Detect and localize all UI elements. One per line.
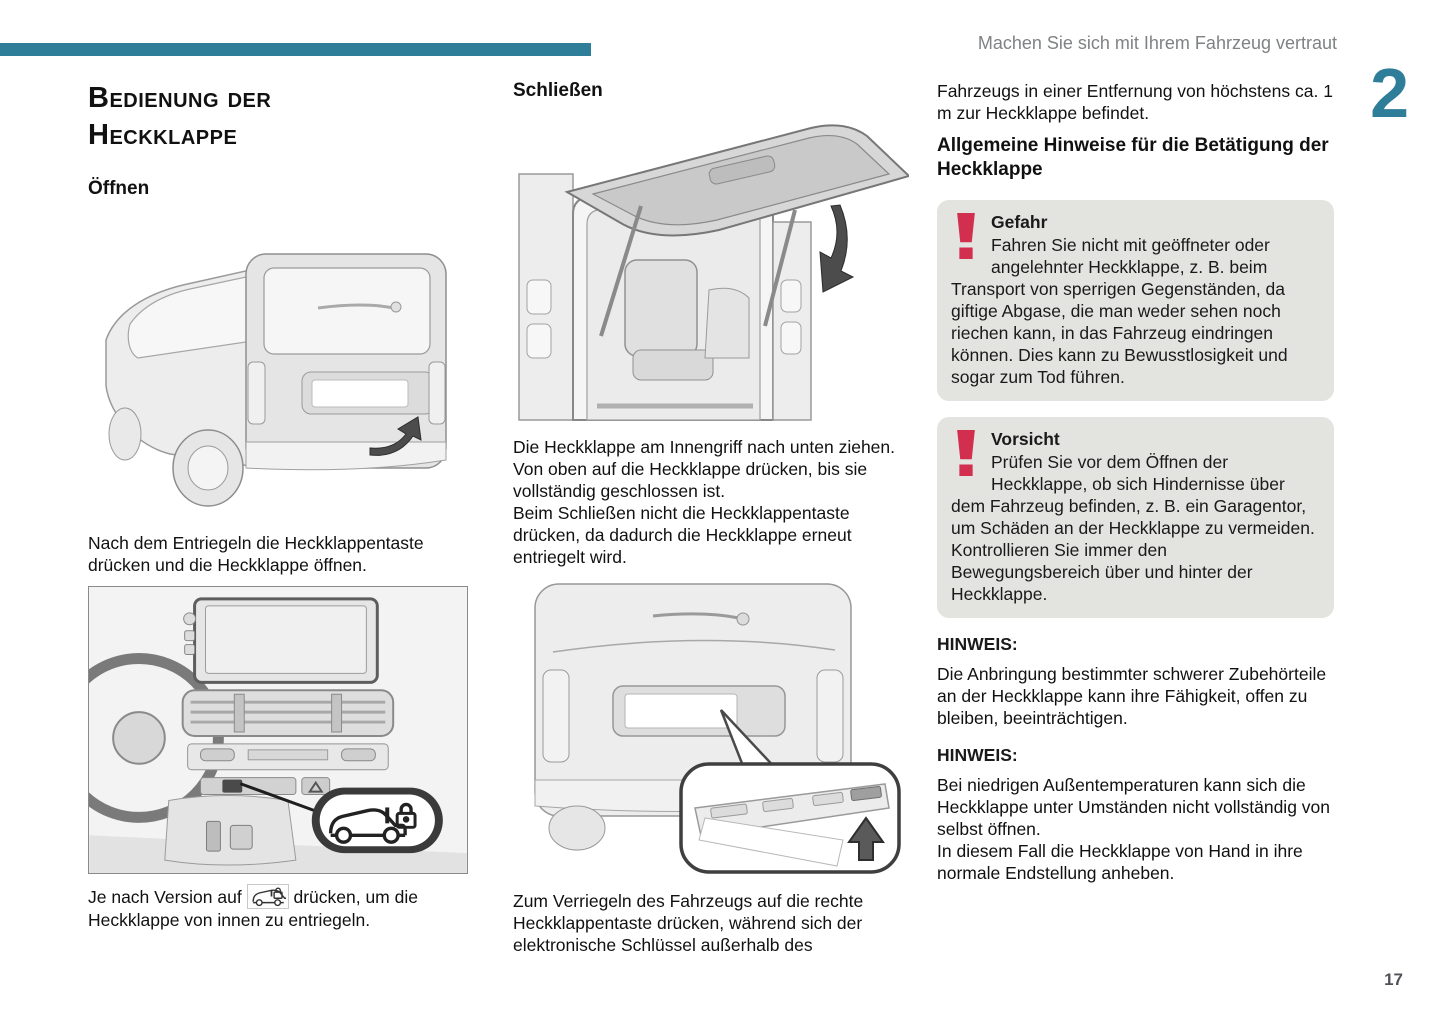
lock-instruction-continued: Fahrzeugs in einer Entfernung von höchst… xyxy=(937,81,1333,123)
note1-label: HINWEIS: xyxy=(937,634,1018,654)
close-instruction: Die Heckklappe am Innengriff nach unten … xyxy=(513,436,909,568)
exclamation-icon xyxy=(957,430,975,476)
open-tailgate-illustration xyxy=(518,124,909,421)
caution-text: Prüfen Sie vor dem Öffnen der Heckklappe… xyxy=(951,452,1315,604)
rear-handle-callout-illustration xyxy=(534,583,901,874)
unlock-button-callout xyxy=(311,787,443,854)
page-title-line2: Heckklappe xyxy=(88,119,238,151)
van-rear-illustration xyxy=(105,253,447,507)
handle-zoom-callout xyxy=(679,762,901,874)
version-note-before: Je nach Version auf xyxy=(88,887,242,907)
press-button-arrow xyxy=(847,816,885,861)
version-note: Je nach Version auf drücken, um die Heck… xyxy=(88,884,468,931)
heading-open: Öffnen xyxy=(88,178,150,199)
middle-column: Schließen Die Heckklappe am Innengriff n… xyxy=(513,80,909,956)
version-note-after: drücken, um die Heckklappe von innen zu … xyxy=(88,887,418,930)
page-title: Bedienung der Heckklappe xyxy=(88,80,468,154)
van-with-lock-icon xyxy=(246,884,290,909)
van-with-lock-icon xyxy=(328,802,417,844)
chapter-number: 2 xyxy=(1370,54,1409,132)
exclamation-icon xyxy=(957,213,975,259)
heading-close: Schließen xyxy=(513,80,603,101)
page-title-line1: Bedienung der xyxy=(88,82,272,114)
caution-box: Vorsicht Prüfen Sie vor dem Öffnen der H… xyxy=(937,417,1334,618)
close-instruction-part1: Die Heckklappe am Innengriff nach unten … xyxy=(513,437,896,501)
danger-text: Fahren Sie nicht mit geöffneter oder ang… xyxy=(951,235,1288,387)
danger-title: Gefahr xyxy=(991,212,1048,232)
note2-label: HINWEIS: xyxy=(937,745,1018,765)
note2-text: Bei niedrigen Außentemperaturen kann sic… xyxy=(937,774,1334,884)
heading-general-notes: Allgemeine Hinweise für die Betätigung d… xyxy=(937,135,1329,180)
pull-down-arrow xyxy=(819,204,855,293)
caution-title: Vorsicht xyxy=(991,429,1060,449)
note2-text-part1: Bei niedrigen Außentemperaturen kann sic… xyxy=(937,775,1330,839)
page-number: 17 xyxy=(1384,970,1403,989)
running-header: Machen Sie sich mit Ihrem Fahrzeug vertr… xyxy=(977,33,1337,53)
note1-text: Die Anbringung bestimmter schwerer Zubeh… xyxy=(937,664,1327,728)
dashboard-illustration xyxy=(88,586,468,874)
lock-instruction: Zum Verriegeln des Fahrzeugs auf die rec… xyxy=(513,891,864,955)
open-instruction: Nach dem Entriegeln die Heckklappentaste… xyxy=(88,533,424,575)
danger-box: Gefahr Fahren Sie nicht mit geöffneter o… xyxy=(937,200,1334,401)
left-column: Bedienung der Heckklappe Öffnen Nach dem… xyxy=(88,80,468,931)
header-accent-bar xyxy=(0,43,591,56)
note2-text-part2: In diesem Fall die Heckklappe von Hand i… xyxy=(937,841,1303,883)
right-column: Fahrzeugs in einer Entfernung von höchst… xyxy=(937,80,1334,884)
open-direction-arrow xyxy=(369,416,422,456)
close-instruction-part2: Beim Schließen nicht die Heckklappentast… xyxy=(513,503,852,567)
